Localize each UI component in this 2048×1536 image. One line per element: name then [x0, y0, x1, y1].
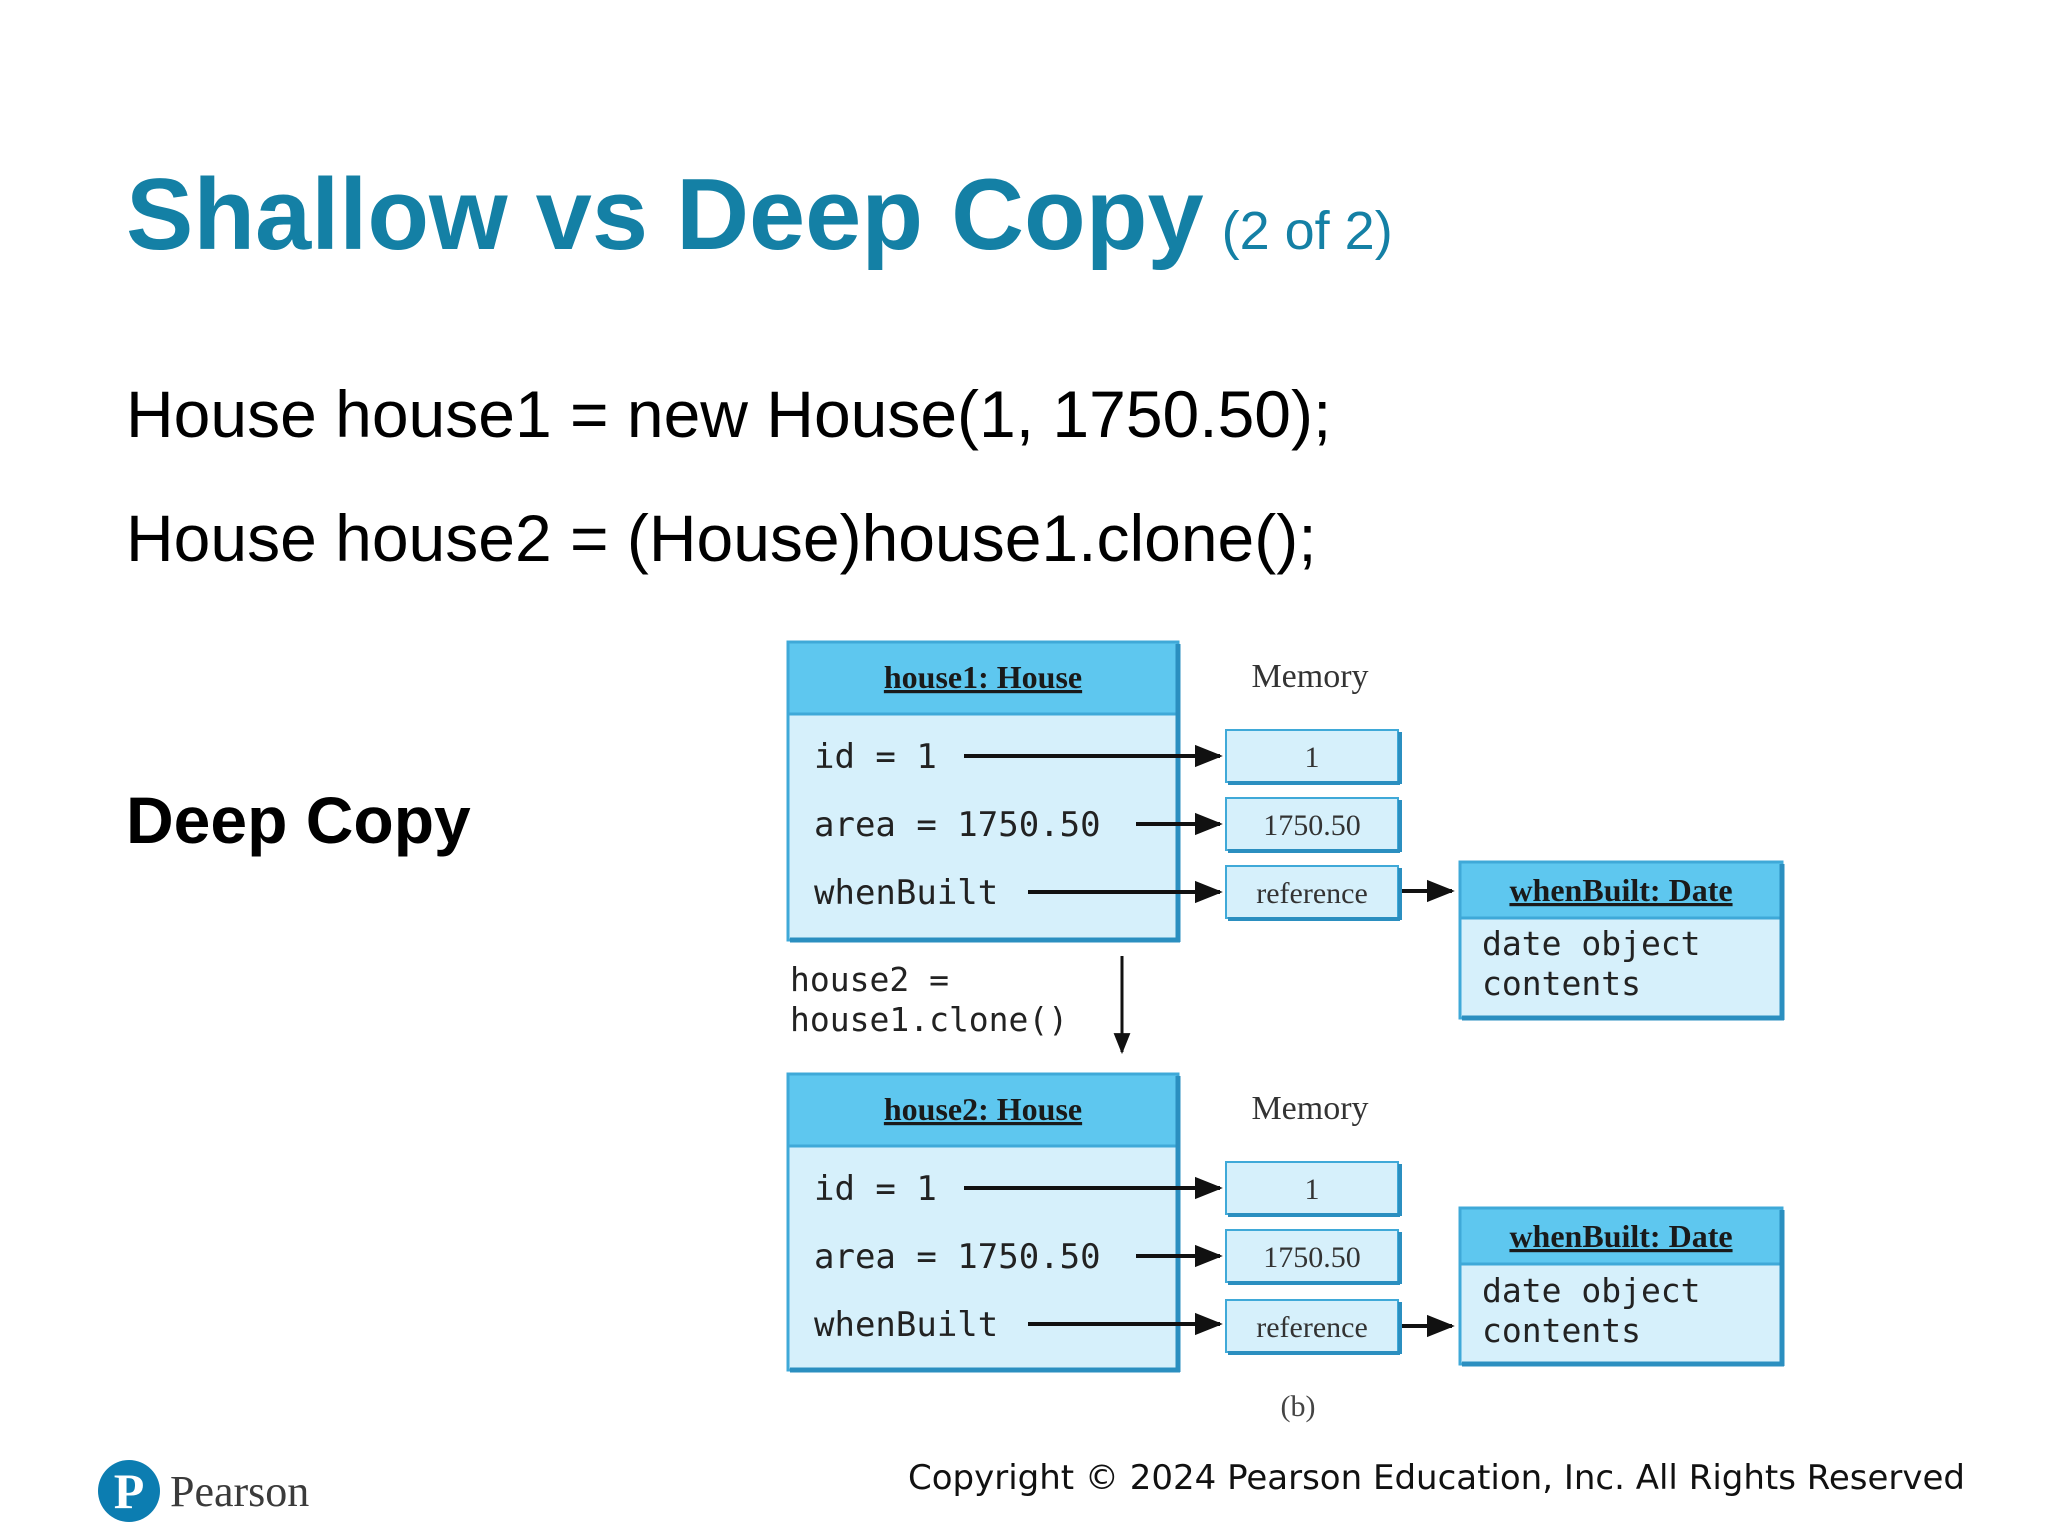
clone-call-line-1: house2 =	[790, 960, 949, 999]
house2-date-header: whenBuilt: Date	[1509, 1218, 1732, 1254]
house2-memory-cell-id: 1	[1225, 1161, 1402, 1217]
house2-date-line-2: contents	[1482, 1311, 1641, 1350]
clone-call-line-2: house1.clone()	[790, 1000, 1068, 1039]
house1-date-line-1: date object	[1482, 924, 1701, 963]
house2-date-object-box: whenBuilt: Date date object contents	[1458, 1206, 1785, 1367]
house1-date-object-box: whenBuilt: Date date object contents	[1458, 860, 1785, 1021]
house2-memory-value-reference: reference	[1256, 1311, 1368, 1344]
house2-header: house2: House	[884, 1091, 1082, 1127]
house1-object-box: house1: House id = 1 area = 1750.50 when…	[786, 640, 1181, 943]
deep-copy-diagram: house1: House id = 1 area = 1750.50 when…	[780, 620, 1820, 1430]
figure-caption: (b)	[1281, 1390, 1316, 1423]
house1-memory-value-id: 1	[1305, 741, 1320, 774]
house1-memory-cell-id: 1	[1225, 729, 1402, 785]
pearson-logo-text: Pearson	[170, 1466, 310, 1516]
pearson-logo: P Pearson	[98, 1455, 309, 1527]
house2-memory-value-id: 1	[1305, 1173, 1320, 1206]
house2-memory-value-area: 1750.50	[1263, 1241, 1361, 1274]
house1-field-whenbuilt: whenBuilt	[814, 873, 998, 913]
house2-memory-cell-reference: reference	[1225, 1299, 1402, 1355]
house2-field-id: id = 1	[814, 1169, 937, 1209]
house2-memory-label: Memory	[1251, 1090, 1368, 1127]
house1-memory-label: Memory	[1251, 658, 1368, 695]
copyright-notice: Copyright © 2024 Pearson Education, Inc.…	[907, 1458, 1965, 1498]
house2-object-box: house2: House id = 1 area = 1750.50 when…	[786, 1072, 1181, 1373]
title-main: Shallow vs Deep Copy	[126, 159, 1204, 271]
code-line-1: House house1 = new House(1, 1750.50);	[126, 377, 1332, 451]
house1-memory-cell-reference: reference	[1225, 865, 1402, 921]
house1-group: house1: House id = 1 area = 1750.50 when…	[786, 640, 1785, 1021]
title-suffix: (2 of 2)	[1221, 201, 1393, 261]
house1-date-header: whenBuilt: Date	[1509, 872, 1732, 908]
pearson-p-icon: P	[98, 1460, 160, 1522]
house1-field-area: area = 1750.50	[814, 805, 1101, 845]
slide-title: Shallow vs Deep Copy (2 of 2)	[126, 158, 1393, 273]
house2-field-area: area = 1750.50	[814, 1237, 1101, 1277]
house1-memory-cell-area: 1750.50	[1225, 797, 1402, 853]
deep-copy-label: Deep Copy	[126, 783, 471, 857]
code-line-2: House house2 = (House)house1.clone();	[126, 501, 1317, 575]
diagram-svg: house1: House id = 1 area = 1750.50 when…	[786, 640, 1785, 1423]
house1-field-id: id = 1	[814, 737, 937, 777]
house1-header: house1: House	[884, 659, 1082, 695]
house2-group: house2: House id = 1 area = 1750.50 when…	[786, 1072, 1785, 1373]
house2-field-whenbuilt: whenBuilt	[814, 1305, 998, 1345]
house2-date-line-1: date object	[1482, 1271, 1701, 1310]
house2-memory-cell-area: 1750.50	[1225, 1229, 1402, 1285]
house1-memory-value-area: 1750.50	[1263, 809, 1361, 842]
house1-date-line-2: contents	[1482, 964, 1641, 1003]
house1-memory-value-reference: reference	[1256, 877, 1368, 910]
